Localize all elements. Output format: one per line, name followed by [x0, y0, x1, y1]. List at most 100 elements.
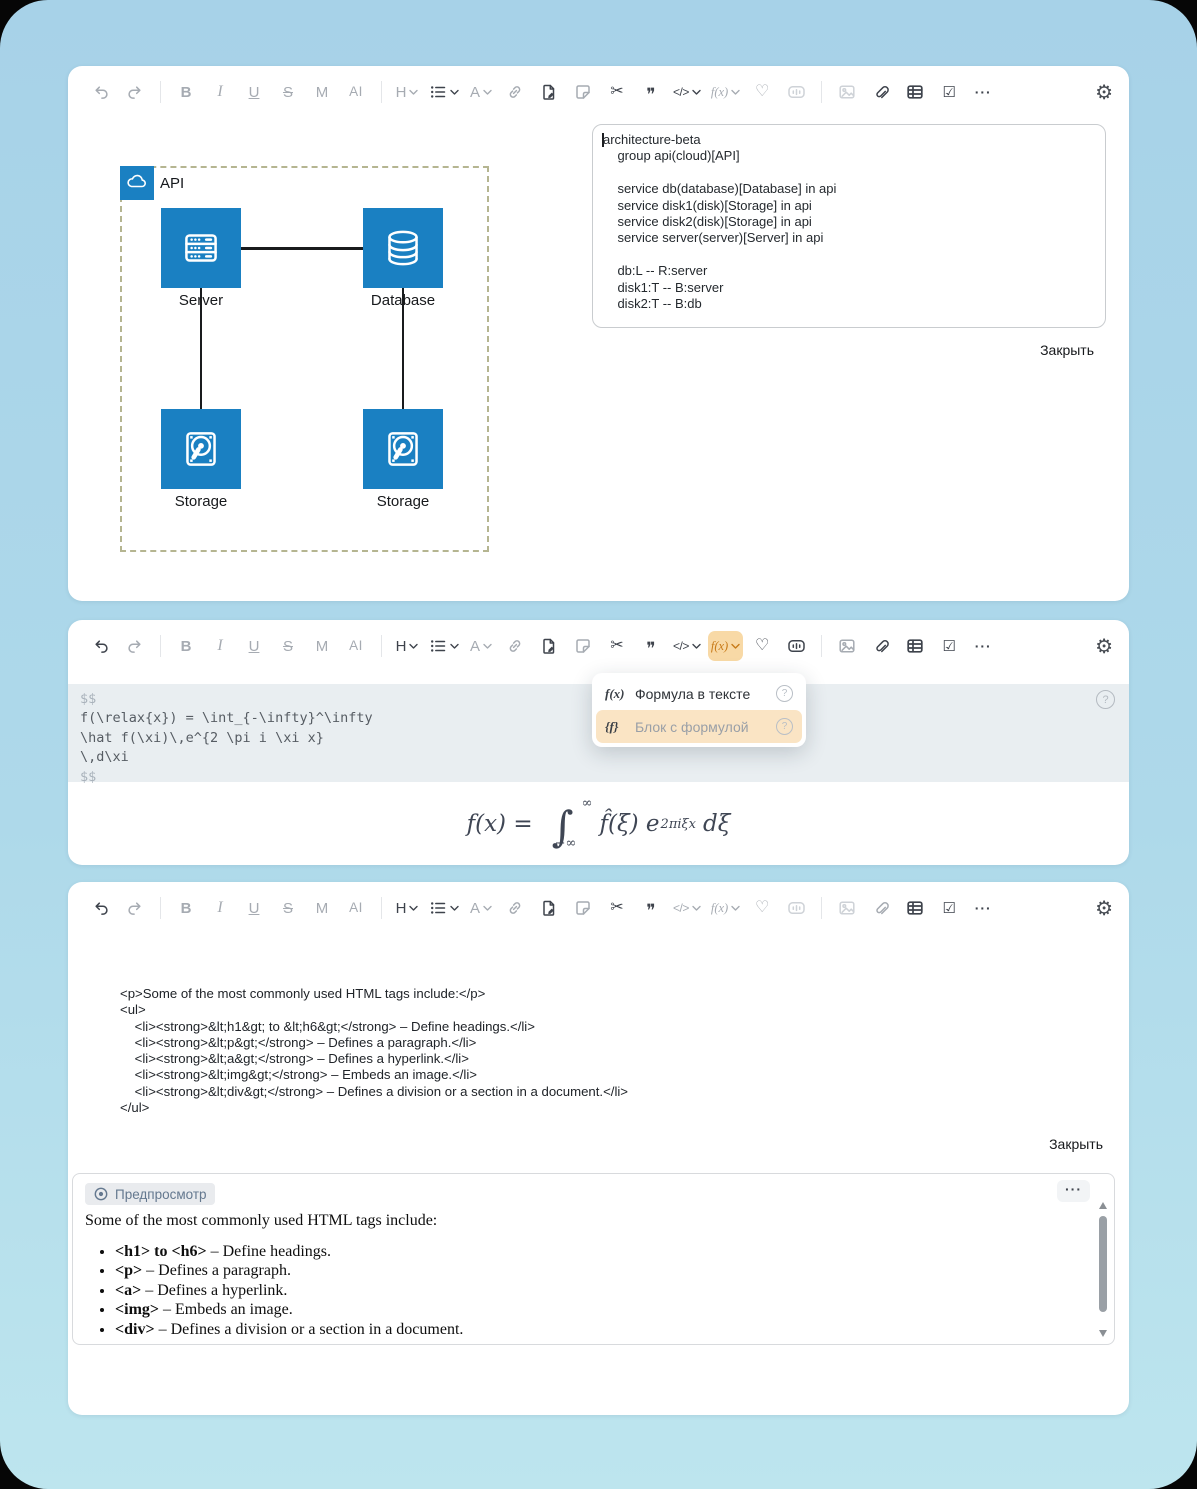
undo-icon[interactable]: [86, 631, 116, 661]
heading-icon[interactable]: H: [392, 893, 422, 923]
table-icon[interactable]: [900, 77, 930, 107]
quote-icon[interactable]: ❞: [636, 893, 666, 923]
bold-icon[interactable]: B: [171, 77, 201, 107]
attach-icon[interactable]: [866, 77, 896, 107]
html-source-editor[interactable]: <p>Some of the most commonly used HTML t…: [120, 986, 628, 1116]
list-icon[interactable]: [426, 631, 462, 661]
mark-icon[interactable]: M: [307, 77, 337, 107]
ai-icon[interactable]: AI: [341, 893, 371, 923]
code-icon[interactable]: </>: [670, 77, 704, 107]
mark-icon[interactable]: M: [307, 893, 337, 923]
quote-icon[interactable]: ❞: [636, 77, 666, 107]
font-color-icon[interactable]: A: [466, 893, 496, 923]
mark-icon[interactable]: M: [307, 631, 337, 661]
redo-icon[interactable]: [120, 631, 150, 661]
settings-gear-icon[interactable]: ⚙: [1095, 897, 1113, 920]
close-button[interactable]: Закрыть: [1049, 1136, 1103, 1152]
image-icon[interactable]: [832, 893, 862, 923]
cut-icon[interactable]: ✂: [602, 631, 632, 661]
scroll-up-arrow[interactable]: [1099, 1202, 1107, 1209]
heart-icon[interactable]: ♡: [747, 893, 777, 923]
redo-icon[interactable]: [120, 893, 150, 923]
sticker-icon[interactable]: [568, 893, 598, 923]
list-icon[interactable]: [426, 77, 462, 107]
redo-icon[interactable]: [120, 77, 150, 107]
preview-intro: Some of the most commonly used HTML tags…: [85, 1212, 438, 1229]
quote-icon[interactable]: ❞: [636, 631, 666, 661]
undo-icon[interactable]: [86, 77, 116, 107]
checkbox-icon[interactable]: ☑: [934, 893, 964, 923]
cut-icon[interactable]: ✂: [602, 77, 632, 107]
formula-menu-item[interactable]: f(x)Формула в тексте?: [596, 677, 802, 710]
more-icon[interactable]: ···: [968, 77, 998, 107]
scroll-down-arrow[interactable]: [1099, 1330, 1107, 1337]
image-icon[interactable]: [832, 77, 862, 107]
link-icon[interactable]: [500, 893, 530, 923]
undo-icon[interactable]: [86, 893, 116, 923]
italic-icon[interactable]: I: [205, 631, 235, 661]
close-button[interactable]: Закрыть: [1040, 342, 1094, 358]
heart-icon[interactable]: ♡: [747, 77, 777, 107]
cut-icon[interactable]: ✂: [602, 893, 632, 923]
link-icon[interactable]: [500, 77, 530, 107]
doc-edit-icon[interactable]: [534, 893, 564, 923]
sticker-icon[interactable]: [568, 77, 598, 107]
formula-tail: dξ: [703, 811, 731, 837]
media-icon[interactable]: [781, 77, 811, 107]
code-line: $$: [80, 691, 97, 707]
media-icon[interactable]: [781, 631, 811, 661]
preview-tag: <a>: [115, 1281, 142, 1299]
link-icon[interactable]: [500, 631, 530, 661]
image-icon[interactable]: [832, 631, 862, 661]
ai-icon[interactable]: AI: [341, 631, 371, 661]
preview-more-button[interactable]: ···: [1057, 1180, 1090, 1202]
more-icon[interactable]: ···: [968, 893, 998, 923]
formula-icon[interactable]: f(x): [707, 631, 744, 661]
help-icon[interactable]: ?: [776, 718, 793, 735]
checkbox-icon[interactable]: ☑: [934, 77, 964, 107]
preview-list-item: <div> – Defines a division or a section …: [115, 1321, 1080, 1340]
doc-edit-icon[interactable]: [534, 77, 564, 107]
formula-icon[interactable]: f(x): [708, 77, 743, 107]
preview-scrollbar[interactable]: [1096, 1200, 1111, 1339]
mermaid-source-editor[interactable]: architecture-beta group api(cloud)[API] …: [592, 124, 1106, 328]
code-icon[interactable]: </>: [670, 893, 704, 923]
list-icon[interactable]: [426, 893, 462, 923]
sticker-icon[interactable]: [568, 631, 598, 661]
underline-icon[interactable]: U: [239, 77, 269, 107]
checkbox-icon[interactable]: ☑: [934, 631, 964, 661]
doc-edit-icon[interactable]: [534, 631, 564, 661]
media-icon[interactable]: [781, 893, 811, 923]
font-color-icon[interactable]: A: [466, 77, 496, 107]
underline-icon[interactable]: U: [239, 631, 269, 661]
attach-icon[interactable]: [866, 893, 896, 923]
bold-icon[interactable]: B: [171, 631, 201, 661]
italic-icon[interactable]: I: [205, 893, 235, 923]
more-icon[interactable]: ···: [968, 631, 998, 661]
strikethrough-icon[interactable]: S: [273, 631, 303, 661]
settings-gear-icon[interactable]: ⚙: [1095, 81, 1113, 104]
diagram-node-storage-1: Storage: [161, 409, 241, 510]
scrollbar-thumb[interactable]: [1098, 1216, 1107, 1312]
heading-icon[interactable]: H: [392, 77, 422, 107]
table-icon[interactable]: [900, 631, 930, 661]
table-icon[interactable]: [900, 893, 930, 923]
heart-icon[interactable]: ♡: [747, 631, 777, 661]
toolbar-divider: [381, 81, 382, 103]
underline-icon[interactable]: U: [239, 893, 269, 923]
heading-icon[interactable]: H: [392, 631, 422, 661]
attach-icon[interactable]: [866, 631, 896, 661]
formula-menu-item[interactable]: {f}Блок с формулой?: [596, 710, 802, 743]
strikethrough-icon[interactable]: S: [273, 893, 303, 923]
bold-icon[interactable]: B: [171, 893, 201, 923]
help-icon[interactable]: ?: [1096, 690, 1115, 709]
ai-icon[interactable]: AI: [341, 77, 371, 107]
strikethrough-icon[interactable]: S: [273, 77, 303, 107]
settings-gear-icon[interactable]: ⚙: [1095, 635, 1113, 658]
code-icon[interactable]: </>: [670, 631, 704, 661]
font-color-icon[interactable]: A: [466, 631, 496, 661]
formula-icon[interactable]: f(x): [708, 893, 743, 923]
help-icon[interactable]: ?: [776, 685, 793, 702]
italic-icon[interactable]: I: [205, 77, 235, 107]
